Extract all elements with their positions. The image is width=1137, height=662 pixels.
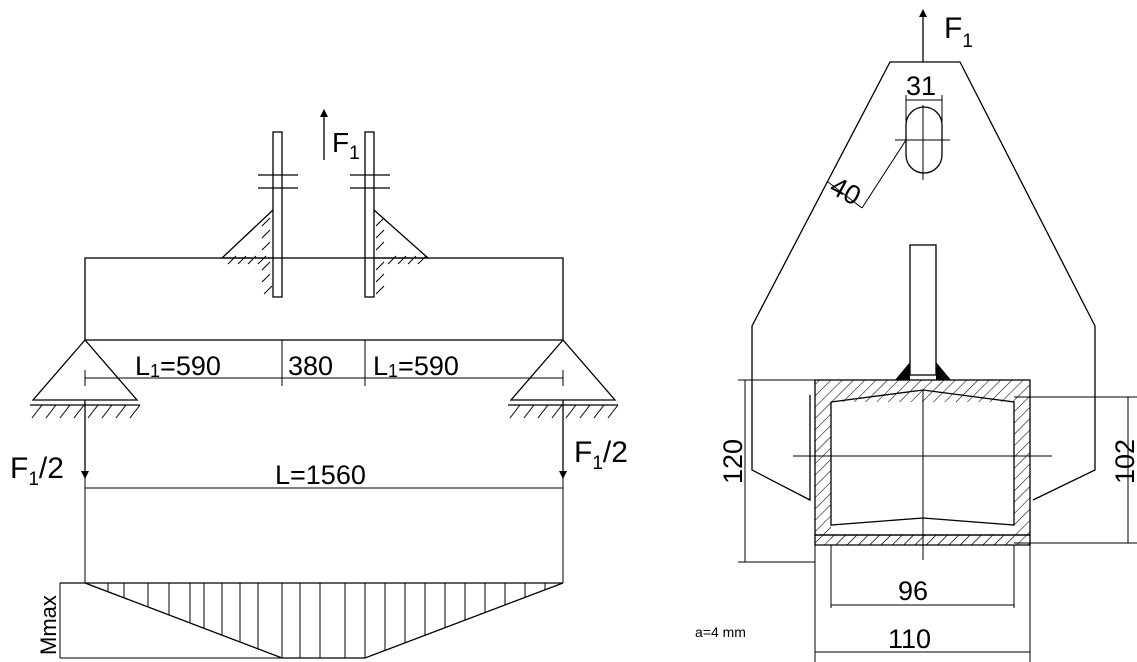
inner-width-dimension <box>830 545 1015 608</box>
box-section <box>793 379 1052 560</box>
moment-max-label: Mmax <box>36 595 61 655</box>
dim-middle: 380 <box>288 351 333 381</box>
web-plate <box>895 244 951 380</box>
beam-view: F1 <box>10 109 628 659</box>
dim-outer-width: 110 <box>888 624 931 654</box>
reaction-force-left-label: F1/2 <box>10 452 64 490</box>
weld-note: a=4 mm <box>695 624 746 640</box>
span-dimension-line <box>84 370 564 386</box>
gusset-right <box>373 209 430 295</box>
dim-inner-height: 102 <box>1110 439 1137 484</box>
support-right <box>508 339 619 419</box>
total-length-dimension <box>84 418 564 583</box>
top-force-label: F1 <box>332 127 360 164</box>
dim-outer-height: 120 <box>718 439 748 484</box>
outer-height-dimension <box>738 379 815 563</box>
reaction-force-right-label: F1/2 <box>574 436 628 474</box>
hanger-right <box>350 131 390 298</box>
dim-weld-throat: 40 <box>825 171 866 212</box>
dim-l1-left: L1=590 <box>135 351 221 381</box>
slot-hole <box>895 95 950 180</box>
dim-inner-width: 96 <box>898 576 928 606</box>
dim-slot-width: 31 <box>906 71 936 101</box>
section-view: F1 31 40 <box>695 9 1137 662</box>
dim-total-length: L=1560 <box>275 460 366 490</box>
beam-body <box>84 257 564 341</box>
bracket-plate <box>751 61 1096 502</box>
dim-l1-right: L1=590 <box>373 351 459 381</box>
hanger-left <box>258 131 298 298</box>
weld-throat-dimension <box>827 139 907 209</box>
section-force-label: F1 <box>944 12 973 52</box>
moment-diagram <box>59 582 564 659</box>
inner-height-dimension <box>1014 396 1137 544</box>
outer-width-dimension <box>814 545 1031 662</box>
gusset-left <box>220 209 274 295</box>
